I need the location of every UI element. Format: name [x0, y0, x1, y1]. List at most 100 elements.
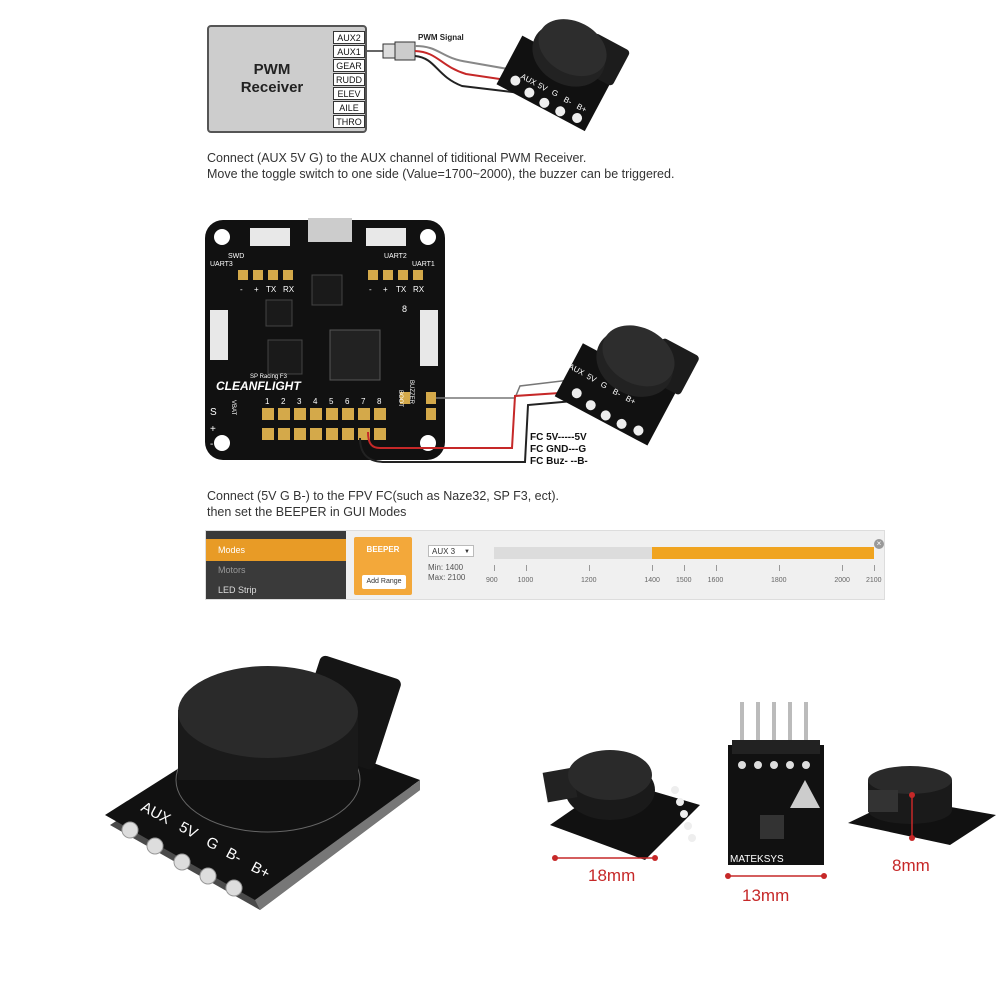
pin-label: G [550, 88, 560, 99]
caption-fc: Connect (5V G B-) to the FPV FC(such as … [207, 488, 559, 520]
range-tick [874, 565, 875, 571]
pin-label: 5V [176, 819, 200, 843]
modes-gui: Modes Motors LED Strip BEEPER Add Range … [205, 530, 885, 600]
caption-fc-line1: Connect (5V G B-) to the FPV FC(such as … [207, 489, 559, 503]
pin-label: B- [611, 387, 623, 399]
connector-left [210, 310, 228, 360]
boot-label: BOOT [397, 390, 403, 407]
beeper-panel: BEEPER Add Range [354, 537, 412, 595]
wire-signal [414, 45, 526, 73]
dim-height: 8mm [892, 856, 930, 875]
header-number: 3 [297, 397, 302, 406]
label-uart1: UART1 [412, 261, 435, 268]
pad-label: TX [396, 285, 407, 294]
pin-label: B- [562, 95, 574, 107]
side-label: - [210, 439, 213, 450]
buzzer-module-fc [554, 325, 699, 446]
range-tick [684, 565, 685, 571]
menu-item-led-strip[interactable]: LED Strip [206, 579, 346, 601]
range-max-label: Max: 2100 [428, 573, 466, 582]
chip-4 [267, 339, 303, 375]
range-tick-label: 2000 [834, 577, 850, 584]
receiver-wiring: PWM Signal AUX 5V G B- B+ [367, 19, 630, 132]
chevron-down-icon: ▼ [464, 549, 470, 555]
header-number: 1 [265, 397, 270, 406]
receiver-title: PWM Receiver [237, 61, 307, 97]
label-uart2: UART2 [384, 253, 407, 260]
range-tick-label: 1000 [517, 577, 534, 584]
side-label: S [210, 407, 217, 418]
menu-item-label: Motors [218, 565, 246, 575]
channel-label: RUDD [333, 73, 365, 86]
aux-select-value: AUX 3 [432, 547, 456, 556]
plug-body [382, 43, 396, 59]
range-tick-label: 900 [486, 577, 498, 584]
wire-ground [414, 55, 530, 95]
header-number: 4 [313, 397, 318, 406]
header-number: 5 [329, 397, 334, 406]
fc-wiring-line3: FC Buz- --B- [530, 456, 588, 467]
wire-fc-signal [436, 379, 571, 399]
range-tick-label: 1800 [771, 577, 787, 584]
range-slider[interactable] [494, 547, 874, 559]
range-tick [589, 565, 590, 571]
caption-receiver-line1: Connect (AUX 5V G) to the AUX channel of… [207, 151, 587, 165]
vbat-label: VBAT [230, 400, 236, 416]
receiver-title-line1: PWM [253, 61, 291, 78]
range-tick-label: 1600 [707, 577, 724, 584]
menu-item-label: Modes [218, 545, 246, 555]
pads-top-right [368, 270, 423, 280]
aux-select[interactable]: AUX 3 ▼ [428, 545, 474, 557]
big-buzzer-module [105, 655, 420, 910]
mcu-chip [329, 329, 381, 381]
range-tick-label: 1200 [581, 577, 597, 584]
header-number: 6 [345, 397, 350, 406]
menu-item-modes[interactable]: Modes [206, 539, 346, 561]
range-fill [652, 547, 874, 559]
side-menu: Modes Motors LED Strip [206, 531, 346, 599]
usb-port [308, 218, 352, 242]
pin-label: G [599, 380, 609, 391]
range-tick-label: 2100 [866, 577, 882, 584]
range-tick [494, 565, 495, 571]
channel-label: ELEV [333, 87, 365, 100]
range-tick [525, 565, 527, 571]
close-icon[interactable]: × [874, 539, 884, 549]
beeper-label: BEEPER [366, 545, 400, 554]
boot-buzzer-pads [400, 392, 436, 420]
header-number: 2 [281, 397, 286, 406]
wire-fc-ground [359, 399, 586, 463]
range-tick [779, 565, 780, 571]
pad-label: - [240, 285, 243, 294]
range-minmax: Min: 1400 Max: 2100 [428, 563, 465, 583]
pin-label: 5V [585, 372, 598, 385]
caption-receiver-line2: Move the toggle switch to one side (Valu… [207, 167, 675, 181]
connector-uart2 [366, 228, 406, 246]
pad-label: - [369, 285, 372, 294]
pad-label: RX [413, 285, 425, 294]
menu-item-label: LED Strip [218, 585, 257, 595]
receiver-title-line2: Receiver [240, 79, 304, 96]
brand-label: CLEANFLIGHT [216, 379, 302, 393]
buzzer-side-view [542, 750, 700, 860]
fc-wiring-legend: FC 5V-----5V FC GND---G FC Buz- --B- [530, 432, 588, 468]
pads-top-left [238, 270, 293, 280]
menu-item-motors[interactable]: Motors [206, 559, 346, 581]
fc-wiring-line2: FC GND---G [530, 444, 587, 455]
channel-label: AUX1 [333, 45, 365, 58]
pad-label: + [254, 285, 259, 294]
pin-label: B+ [624, 394, 637, 407]
label-swd: SWD [228, 253, 244, 260]
channel-label: AUX2 [333, 31, 365, 44]
wire-power [414, 50, 528, 84]
fc-diagram: SWD UART3 UART2 UART1 - + TX RX - + TX R… [205, 218, 699, 463]
label-8: 8 [402, 304, 407, 314]
fc-wiring-line1: FC 5V-----5V [530, 432, 587, 443]
pin-header [262, 408, 386, 440]
add-range-button[interactable]: Add Range [362, 575, 406, 589]
range-tick [715, 565, 717, 571]
header-number: 7 [361, 397, 366, 406]
caption-receiver: Connect (AUX 5V G) to the AUX channel of… [207, 150, 674, 182]
pin-label: B+ [248, 859, 273, 883]
